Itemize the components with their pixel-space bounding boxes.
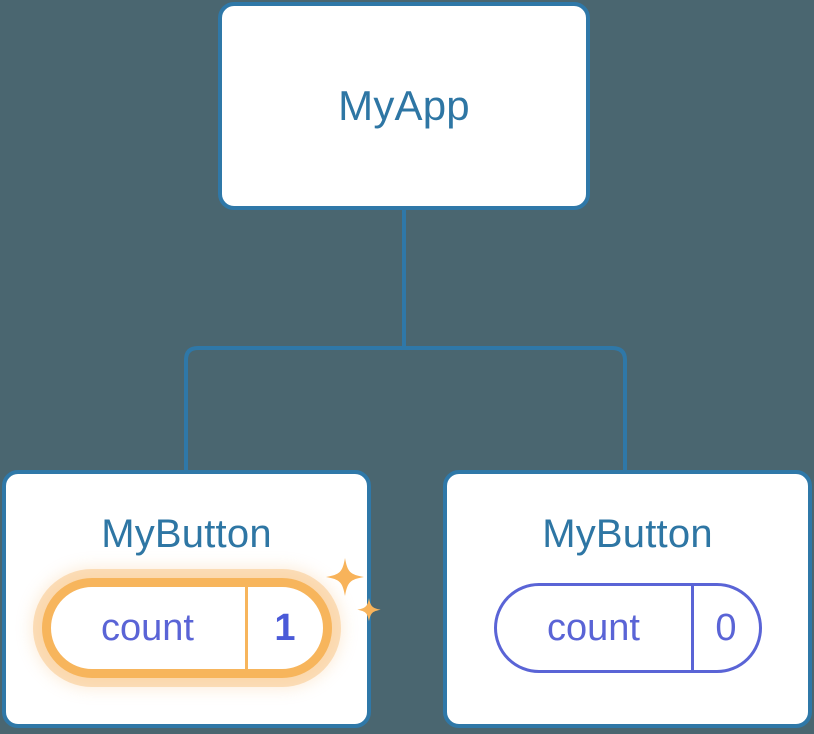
node-mybutton-left[interactable]: MyButton count 1 [2, 470, 381, 728]
state-pill-right-divider [690, 586, 694, 670]
node-myapp-label: MyApp [338, 82, 470, 129]
state-pill-right-wrapper: count 0 [478, 580, 778, 676]
state-key-right: count [547, 607, 640, 649]
state-pill-right[interactable]: count 0 [493, 583, 762, 673]
sparkle-small-icon [356, 598, 381, 622]
node-mybutton-right[interactable]: MyButton count 0 [443, 470, 812, 728]
state-pill-left[interactable]: count 1 [41, 578, 332, 678]
state-value-left: 1 [274, 607, 296, 649]
node-mybutton-right-label: MyButton [542, 512, 713, 556]
sparkle-large-icon [325, 558, 364, 596]
state-value-right: 0 [715, 607, 737, 649]
state-pill-left-wrapper: count 1 [37, 558, 381, 678]
state-pill-left-divider [244, 587, 248, 669]
node-mybutton-left-label: MyButton [101, 512, 272, 556]
node-myapp[interactable]: MyApp [218, 2, 590, 210]
state-key-left: count [101, 607, 194, 649]
connector-branch-bus [184, 346, 627, 470]
